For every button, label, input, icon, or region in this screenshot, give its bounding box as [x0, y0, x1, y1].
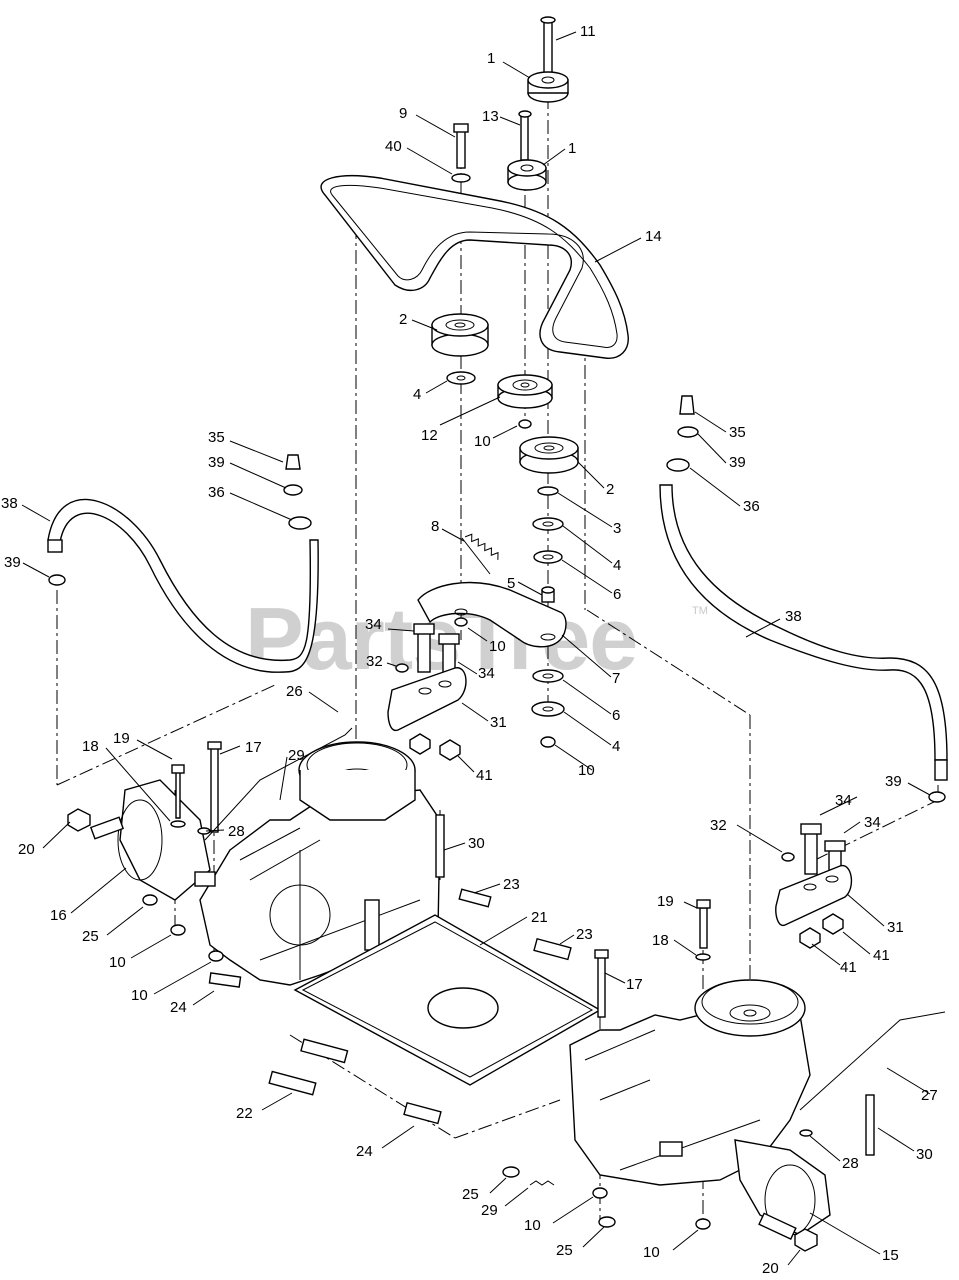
callout-39: 39 [208, 454, 225, 471]
callout-32: 32 [710, 817, 727, 834]
callout-20: 20 [762, 1260, 779, 1277]
right-transaxle [502, 899, 946, 1252]
callout-24: 24 [356, 1143, 373, 1160]
callout-4: 4 [612, 738, 620, 755]
bracket-right [775, 823, 853, 949]
callout-5: 5 [507, 575, 515, 592]
callout-38: 38 [1, 495, 18, 512]
callout-10: 10 [474, 433, 491, 450]
callout-10: 10 [578, 762, 595, 779]
callout-35: 35 [729, 424, 746, 441]
callout-10: 10 [109, 954, 126, 971]
idler-arm [417, 533, 567, 648]
callout-41: 41 [873, 947, 890, 964]
pulley-stack [431, 16, 579, 748]
callout-4: 4 [413, 386, 421, 403]
callout-39: 39 [729, 454, 746, 471]
callout-29: 29 [481, 1202, 498, 1219]
callout-16: 16 [50, 907, 67, 924]
watermark-trademark: TM [692, 605, 708, 617]
callout-34: 34 [864, 814, 881, 831]
callout-8: 8 [431, 518, 439, 535]
callout-1: 1 [568, 140, 576, 157]
callout-22: 22 [236, 1105, 253, 1122]
callout-34: 34 [835, 792, 852, 809]
callout-28: 28 [842, 1155, 859, 1172]
callout-34: 34 [365, 616, 382, 633]
callout-27: 27 [921, 1087, 938, 1104]
callout-6: 6 [613, 586, 621, 603]
callout-41: 41 [476, 767, 493, 784]
callout-19: 19 [657, 893, 674, 910]
callout-11: 11 [580, 23, 596, 40]
callout-6: 6 [612, 707, 620, 724]
callout-12: 12 [421, 427, 438, 444]
callout-17: 17 [245, 739, 262, 756]
callout-31: 31 [887, 919, 904, 936]
callout-18: 18 [82, 738, 99, 755]
callout-2: 2 [399, 311, 407, 328]
callout-28: 28 [228, 823, 245, 840]
callout-40: 40 [385, 138, 402, 155]
callout-41: 41 [840, 959, 857, 976]
callout-21: 21 [531, 909, 548, 926]
callout-10: 10 [489, 638, 506, 655]
callout-24: 24 [170, 999, 187, 1016]
callout-25: 25 [556, 1242, 573, 1259]
callout-29: 29 [288, 747, 305, 764]
callout-26: 26 [286, 683, 303, 700]
callout-10: 10 [524, 1217, 541, 1234]
callout-4: 4 [613, 557, 621, 574]
callout-14: 14 [645, 228, 662, 245]
callout-19: 19 [113, 730, 130, 747]
callout-30: 30 [468, 835, 485, 852]
callout-39: 39 [4, 554, 21, 571]
callout-18: 18 [652, 932, 669, 949]
callout-7: 7 [612, 670, 620, 687]
callout-23: 23 [576, 926, 593, 943]
hoses [47, 395, 948, 803]
left-transaxle [67, 727, 492, 988]
drive-belt [320, 175, 629, 359]
callout-38: 38 [785, 608, 802, 625]
callout-32: 32 [366, 653, 383, 670]
callout-36: 36 [743, 498, 760, 515]
callout-31: 31 [490, 714, 507, 731]
callout-10: 10 [643, 1244, 660, 1261]
callout-labels: 1 11 9 13 1 40 14 2 4 12 10 2 3 4 6 5 8 … [1, 23, 938, 1277]
callout-2: 2 [606, 481, 614, 498]
callout-9: 9 [399, 105, 407, 122]
callout-20: 20 [18, 841, 35, 858]
callout-25: 25 [462, 1186, 479, 1203]
callout-1: 1 [487, 50, 495, 67]
callout-15: 15 [882, 1247, 899, 1264]
bracket-left [387, 623, 467, 761]
callout-13: 13 [482, 108, 499, 125]
leader-lines [21, 31, 931, 1266]
mount-plate [268, 914, 602, 1125]
callout-3: 3 [613, 520, 621, 537]
callout-23: 23 [503, 876, 520, 893]
callout-34: 34 [478, 665, 495, 682]
callout-10: 10 [131, 987, 148, 1004]
callout-30: 30 [916, 1146, 933, 1163]
callout-35: 35 [208, 429, 225, 446]
callout-36: 36 [208, 484, 225, 501]
callout-25: 25 [82, 928, 99, 945]
callout-39: 39 [885, 773, 902, 790]
callout-17: 17 [626, 976, 643, 993]
